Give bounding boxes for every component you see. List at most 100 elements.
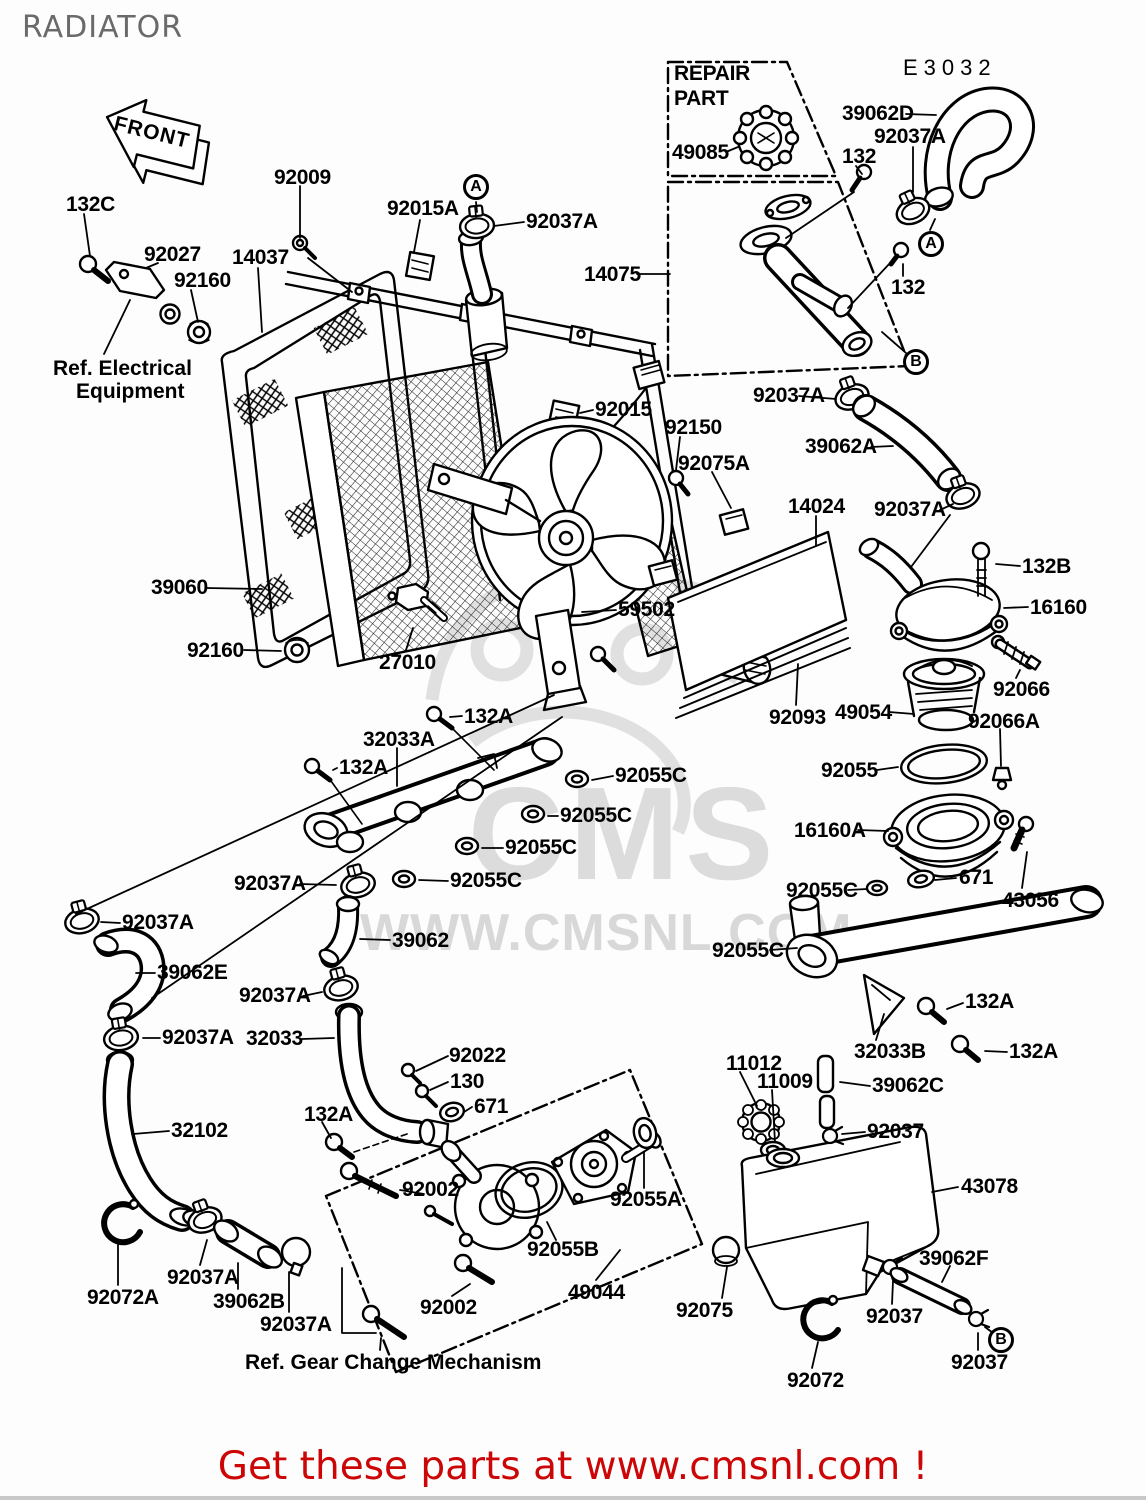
part-label-92093: 92093 bbox=[769, 706, 826, 729]
part-label-92037: 92037 bbox=[951, 1351, 1008, 1374]
part-label-92037: 92037 bbox=[867, 1120, 924, 1143]
part-label-92037a: 92037A bbox=[260, 1313, 332, 1336]
part-label-39062b: 39062B bbox=[213, 1290, 285, 1313]
air-guide bbox=[647, 508, 851, 719]
part-label-equipment: Equipment bbox=[76, 380, 185, 403]
part-label-39062: 39062 bbox=[392, 929, 449, 952]
part-label-92055c: 92055C bbox=[786, 879, 858, 902]
part-label-132a: 132A bbox=[965, 990, 1015, 1013]
part-label-43056: 43056 bbox=[1002, 889, 1059, 912]
part-label-92055b: 92055B bbox=[527, 1238, 599, 1261]
part-label-92150: 92150 bbox=[665, 416, 722, 439]
part-label-92066a: 92066A bbox=[968, 710, 1040, 733]
repair-part-box bbox=[666, 60, 838, 178]
radiator-hardware bbox=[78, 203, 617, 673]
part-label-16160: 16160 bbox=[1030, 596, 1087, 619]
part-label-14075: 14075 bbox=[584, 263, 641, 286]
part-label-132: 132 bbox=[891, 276, 926, 299]
part-label-132: 132 bbox=[842, 145, 877, 168]
part-label-11012: 11012 bbox=[726, 1052, 782, 1075]
part-label-92072: 92072 bbox=[787, 1369, 844, 1392]
leader-lines bbox=[83, 113, 1029, 1369]
part-label-49085: 49085 bbox=[672, 141, 729, 164]
part-label-32033a: 32033A bbox=[363, 728, 435, 751]
thermostat-pipe-14075 bbox=[739, 163, 910, 358]
part-label-part: PART bbox=[674, 87, 729, 110]
part-label-39062d: 39062D bbox=[842, 102, 914, 125]
part-label-ref-electrical: Ref. Electrical bbox=[53, 357, 192, 380]
part-label-92037a: 92037A bbox=[874, 498, 946, 521]
front-arrow bbox=[105, 98, 211, 186]
part-label-27010: 27010 bbox=[379, 651, 436, 674]
part-label-92015: 92015 bbox=[595, 398, 652, 421]
part-label-59502: 59502 bbox=[618, 598, 675, 621]
part-label-92055c: 92055C bbox=[560, 804, 632, 827]
part-label-92075a: 92075A bbox=[678, 452, 750, 475]
part-label-92009: 92009 bbox=[274, 166, 331, 189]
part-label-49044: 49044 bbox=[568, 1281, 625, 1304]
callout-letter-b: B bbox=[903, 349, 929, 375]
part-label-132c: 132C bbox=[66, 193, 116, 216]
hose-39062A-chain bbox=[827, 371, 985, 515]
part-label-92055: 92055 bbox=[821, 759, 878, 782]
part-label-92037a: 92037A bbox=[239, 984, 311, 1007]
part-label-671: 671 bbox=[959, 866, 994, 889]
part-label-92027: 92027 bbox=[144, 243, 201, 266]
part-label-132a: 132A bbox=[464, 705, 514, 728]
part-label-130: 130 bbox=[450, 1070, 485, 1093]
callout-letter-a: A bbox=[918, 231, 944, 257]
part-label-92055a: 92055A bbox=[610, 1188, 682, 1211]
part-label-92002: 92002 bbox=[420, 1296, 477, 1319]
thermostat-group bbox=[797, 657, 1035, 956]
hose-39062D bbox=[887, 86, 1035, 231]
cms-watermark-logo: CMS bbox=[468, 760, 780, 907]
part-label-repair: REPAIR bbox=[674, 62, 750, 85]
radiator-cap bbox=[732, 104, 800, 172]
part-label-11009: 11009 bbox=[757, 1070, 813, 1093]
part-label-49054: 49054 bbox=[835, 701, 892, 724]
left-hose-chain bbox=[59, 896, 312, 1277]
part-label-671: 671 bbox=[474, 1095, 509, 1118]
part-label-32102: 32102 bbox=[171, 1119, 228, 1142]
part-label-92037a: 92037A bbox=[167, 1266, 239, 1289]
part-label-39062e: 39062E bbox=[157, 961, 228, 984]
part-label-92072a: 92072A bbox=[87, 1286, 159, 1309]
part-label-16160a: 16160A bbox=[794, 819, 866, 842]
water-pump-group bbox=[324, 1062, 662, 1340]
part-label-92037: 92037 bbox=[866, 1305, 923, 1328]
part-label-92160: 92160 bbox=[187, 639, 244, 662]
part-label-39060: 39060 bbox=[151, 576, 208, 599]
part-label-39062a: 39062A bbox=[805, 435, 877, 458]
part-label-43078: 43078 bbox=[961, 1175, 1018, 1198]
part-label-32033: 32033 bbox=[246, 1027, 303, 1050]
part-label-92037a: 92037A bbox=[753, 384, 825, 407]
part-label-92055c: 92055C bbox=[505, 836, 577, 859]
part-label-132b: 132B bbox=[1022, 555, 1072, 578]
part-label-92055c: 92055C bbox=[615, 764, 687, 787]
scope-lines bbox=[75, 191, 951, 999]
part-label-92066: 92066 bbox=[993, 678, 1050, 701]
part-label-ref-gear-change-mechanism: Ref. Gear Change Mechanism bbox=[245, 1351, 542, 1374]
part-label-92002: 92002 bbox=[402, 1178, 459, 1201]
part-label-92075: 92075 bbox=[676, 1299, 733, 1322]
part-label-132a: 132A bbox=[339, 756, 389, 779]
part-label-92015a: 92015A bbox=[387, 197, 459, 220]
cmsnl-banner-link[interactable]: Get these parts at www.cmsnl.com ! bbox=[217, 1444, 929, 1489]
part-label-92037a: 92037A bbox=[874, 125, 946, 148]
cms-watermark-url: WWW.CMSNL.COM bbox=[360, 904, 853, 962]
part-label-92037a: 92037A bbox=[234, 872, 306, 895]
page-bottom-strip bbox=[0, 1496, 1146, 1500]
thermostat-cover-group bbox=[858, 537, 1042, 671]
part-label-132a: 132A bbox=[1009, 1040, 1059, 1063]
cooling-fan bbox=[426, 415, 674, 712]
part-label-92037a: 92037A bbox=[526, 210, 598, 233]
part-label-92037a: 92037A bbox=[162, 1026, 234, 1049]
part-label-32033b: 32033B bbox=[854, 1040, 926, 1063]
part-label-92055c: 92055C bbox=[450, 869, 522, 892]
part-label-14037: 14037 bbox=[232, 246, 289, 269]
part-label-92160: 92160 bbox=[174, 269, 231, 292]
part-label-92037a: 92037A bbox=[122, 911, 194, 934]
part-label-e3032: E3032 bbox=[903, 55, 997, 80]
